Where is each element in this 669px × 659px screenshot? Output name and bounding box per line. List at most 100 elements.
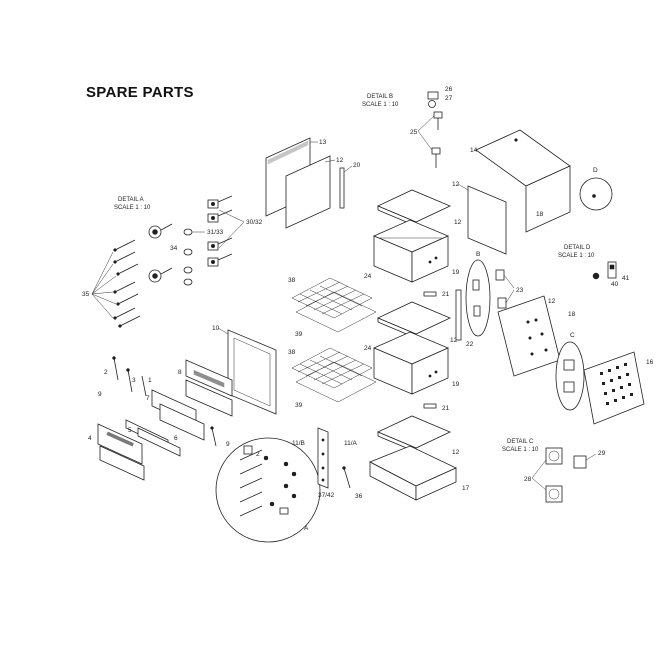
wire-set-part-35	[91, 239, 141, 328]
callout-19-b: 19	[452, 381, 460, 388]
detail-d: DETAIL D SCALE 1 : 10 41 40	[558, 245, 630, 288]
base-tray-part-17: 17	[369, 445, 470, 501]
callout-11-a: 11/A	[344, 440, 358, 447]
callout-41: 41	[622, 275, 630, 282]
detail-b-name: DETAIL B	[367, 94, 393, 100]
callout-20: 20	[353, 162, 361, 169]
label-d: D	[593, 167, 598, 174]
door-panel-part-7: 7	[146, 389, 205, 441]
bracket-strip-part-11: 11/B 11/A	[292, 427, 358, 489]
callout-24-b: 24	[364, 345, 372, 352]
callout-5: 5	[128, 427, 132, 434]
callout-7: 7	[146, 395, 150, 402]
callout-9-a: 9	[98, 391, 102, 398]
callout-1: 1	[148, 377, 152, 384]
callout-22: 22	[466, 341, 474, 348]
callout-11-b: 11/B	[292, 440, 305, 447]
vent-panel-part-16: 16	[583, 351, 654, 425]
detail-c-bubble: C	[555, 332, 585, 411]
callout-12-d: 12	[450, 337, 458, 344]
callout-13: 13	[319, 139, 327, 146]
detail-a-name: DETAIL A	[118, 197, 144, 203]
detail-a: DETAIL A SCALE 1 : 10	[82, 195, 263, 328]
screw-part-36: 36	[342, 466, 363, 500]
label-a: A	[304, 525, 309, 532]
washer-part-27	[428, 100, 436, 108]
front-panel-part-12-right: 12	[452, 181, 507, 255]
callout-3: 3	[132, 377, 136, 384]
switch-part-30-32	[207, 195, 245, 267]
side-panel-part-12: 12	[285, 155, 344, 229]
lamp-part-40	[592, 272, 600, 280]
callout-19-a: 19	[452, 269, 460, 276]
callout-18-a: 18	[536, 211, 544, 218]
callout-24-a: 24	[364, 273, 372, 280]
detail-d-scale: SCALE 1 : 10	[558, 253, 595, 259]
callout-35: 35	[82, 291, 90, 298]
callout-26: 26	[445, 86, 453, 93]
gasket-part-26	[427, 91, 439, 100]
knob-part-34	[148, 223, 173, 283]
door-frame-part-10: 10	[212, 325, 277, 415]
bracket-part-21-lower: 21	[423, 403, 450, 412]
detail-b: DETAIL B SCALE 1 : 10 26 27 25	[362, 86, 453, 168]
detail-b-scale: SCALE 1 : 10	[362, 102, 399, 108]
detail-a-bubble: A 2	[215, 437, 321, 543]
detail-c-name: DETAIL C	[507, 439, 534, 445]
callout-12-e: 12	[452, 449, 460, 456]
callout-21-a: 21	[442, 291, 450, 298]
detail-d-name: DETAIL D	[564, 245, 591, 251]
callout-21-b: 21	[442, 405, 450, 412]
thermostat-part-25	[417, 111, 443, 168]
door-glass-part-8: 8	[178, 359, 233, 417]
callout-12-c: 12	[454, 219, 462, 226]
callout-12-a: 12	[336, 157, 344, 164]
hinge-parts-1-2-3-9: 2 3 1 9	[98, 356, 152, 398]
oven-chamber-lower-part-19: 19	[372, 331, 460, 395]
indicator-part-41	[607, 261, 617, 279]
callout-28: 28	[524, 476, 532, 483]
callout-23: 23	[516, 287, 524, 294]
callout-12-b: 12	[452, 181, 460, 188]
callout-34: 34	[170, 245, 178, 252]
top-cover-part-14: 14 18	[470, 129, 571, 233]
grid-rack-lower-part-24: 38 24 39	[288, 345, 377, 409]
callout-25: 25	[410, 129, 418, 136]
callout-30-32: 30/32	[246, 219, 263, 226]
detail-b-bubble: B	[465, 251, 491, 337]
callout-14: 14	[470, 147, 478, 154]
callout-9-b: 9	[226, 441, 230, 448]
detail-d-bubble: D	[579, 167, 613, 211]
oven-chamber-upper-part-19: 19	[372, 219, 460, 283]
page-title: SPARE PARTS	[86, 84, 194, 101]
callout-29: 29	[598, 450, 606, 457]
callout-12-f: 12	[548, 298, 556, 305]
callout-27: 27	[445, 95, 453, 102]
front-trim-part-4: 4	[88, 423, 145, 481]
callout-38-a: 38	[288, 277, 296, 284]
callout-4: 4	[88, 435, 92, 442]
callout-6: 6	[174, 435, 178, 442]
clip-part-23: 23	[495, 269, 524, 309]
callout-8: 8	[178, 369, 182, 376]
callout-38-b: 38	[288, 349, 296, 356]
bushing-part-31-33	[183, 228, 205, 286]
callout-16: 16	[646, 359, 654, 366]
hinge-part-20: 20	[339, 162, 361, 209]
rail-part-22: 22	[455, 289, 474, 348]
label-b: B	[476, 251, 480, 258]
label-c: C	[570, 332, 575, 339]
detail-c-scale: SCALE 1 : 10	[502, 447, 539, 453]
fan-part-28	[531, 447, 563, 503]
top-plate-part-12: 12	[377, 189, 462, 227]
detail-a-scale: SCALE 1 : 10	[114, 205, 151, 211]
bracket-part-21-upper: 21	[423, 291, 450, 298]
callout-39-a: 39	[295, 331, 303, 338]
callout-31-33: 31/33	[207, 229, 224, 236]
screw-part-9: 9	[210, 426, 230, 448]
callout-37-42: 37/42	[318, 492, 335, 499]
handle-part-5-6: 5 6	[125, 419, 181, 457]
grid-rack-upper-part-24: 38 24 39	[288, 273, 377, 338]
